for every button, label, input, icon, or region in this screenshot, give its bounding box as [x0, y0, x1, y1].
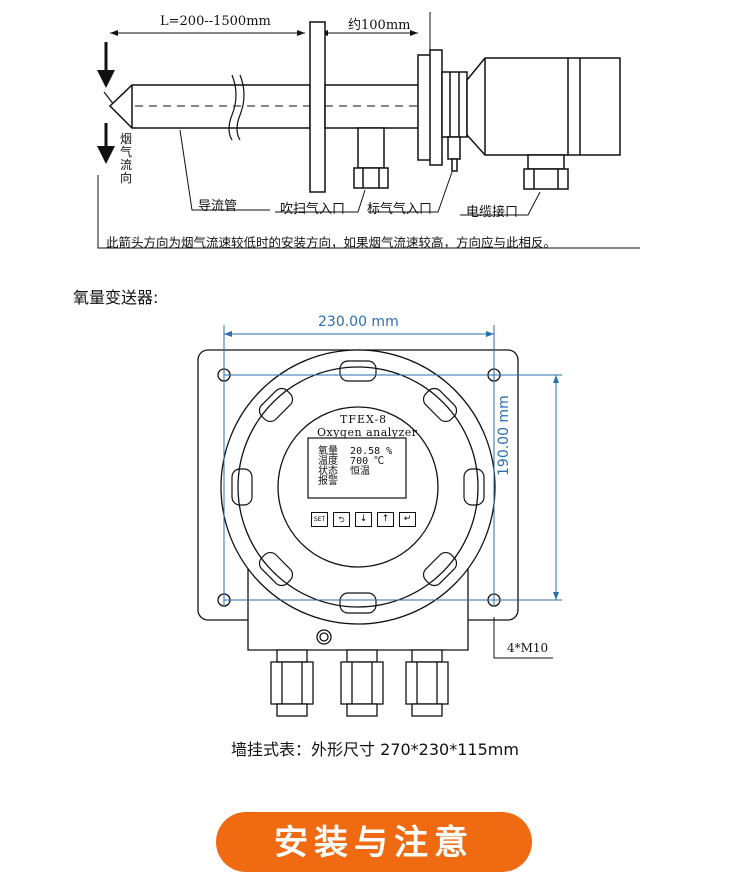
display-row1-value: 20.58 % [350, 446, 393, 457]
display-row4-label: 报警 [318, 476, 338, 487]
section-title: 氧量变送器: [73, 288, 159, 307]
lcd-display: 氧量 20.58 % 温度 700 ℃ 状态 恒温 报警 [318, 447, 392, 487]
display-row2-label: 温度 [318, 456, 338, 467]
transmitter-drawing [197, 325, 562, 717]
width-dimension-label: 230.00 mm [318, 314, 399, 330]
display-row3-value: 恒温 [350, 466, 371, 477]
cable-connector-label: 电缆接口 [466, 205, 519, 220]
display-row3-label: 状态 [318, 466, 338, 477]
probe-installation-diagram [97, 12, 640, 249]
up-key[interactable]: ↑ [377, 512, 394, 527]
guide-tube-label: 导流管 [198, 199, 238, 214]
installation-note: 此箭头方向为烟气流速较低时的安装方向，如果烟气流速较高，方向应与此相反。 [106, 235, 557, 250]
section-banner-button[interactable]: 安装与注意 [216, 812, 532, 872]
purge-inlet-label: 吹扫气入口 [280, 202, 346, 217]
bolt-spec-label: 4*M10 [507, 641, 549, 655]
enter-key[interactable]: ↵ [399, 512, 416, 527]
caption: 墙挂式表：外形尺寸 270*230*115mm [231, 740, 519, 759]
display-row2-value: 700 ℃ [350, 456, 385, 467]
calibration-inlet-label: 标气气入口 [367, 202, 433, 217]
keypad: SET ⮌ ↓ ↑ ↵ [311, 512, 416, 527]
subtitle-label: Oxygen analyzer [317, 426, 418, 439]
height-dimension-label: 190.00 mm [496, 395, 512, 476]
back-key[interactable]: ⮌ [333, 512, 350, 527]
flow-direction-label: 烟 气 流 向 [120, 132, 133, 185]
length-dimension-label: L=200--1500mm [160, 14, 271, 29]
model-label: TFEX-8 [340, 413, 388, 426]
down-key[interactable]: ↓ [355, 512, 372, 527]
set-key[interactable]: SET [311, 512, 328, 527]
display-row1-label: 氧量 [318, 446, 338, 457]
approx-dimension-label: 约100mm [348, 18, 411, 33]
